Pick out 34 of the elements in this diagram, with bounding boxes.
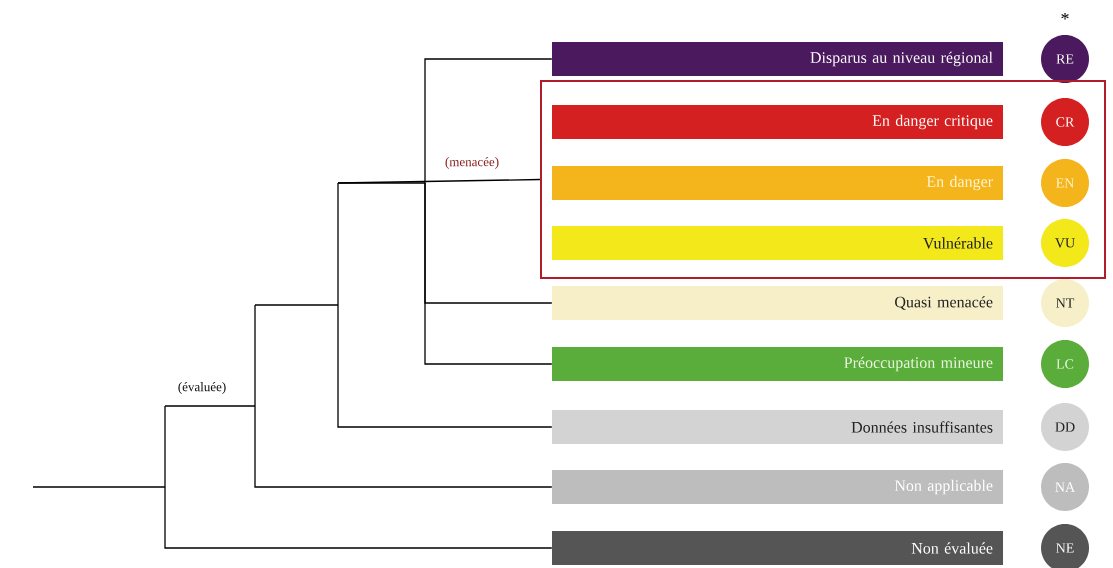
tree-branch bbox=[337, 182, 339, 306]
highlight-frame bbox=[540, 80, 1106, 279]
branch-label: (évaluée) bbox=[178, 382, 226, 394]
tree-branch bbox=[164, 405, 166, 488]
asterisk: * bbox=[1061, 12, 1069, 20]
category-bar: Non applicable bbox=[552, 470, 1003, 504]
category-bar: Préoccupation mineure bbox=[552, 347, 1003, 381]
tree-branch bbox=[337, 304, 553, 428]
tree-branch bbox=[254, 405, 553, 488]
category-badge: RE bbox=[1041, 35, 1089, 83]
tree-branch bbox=[254, 304, 339, 306]
category-badge: DD bbox=[1041, 403, 1089, 451]
category-badge: LC bbox=[1041, 340, 1089, 388]
category-bar: Quasi menacée bbox=[552, 286, 1003, 320]
category-badge: VU bbox=[1041, 219, 1089, 267]
category-badge: EN bbox=[1041, 159, 1089, 207]
category-bar: Vulnérable bbox=[552, 226, 1003, 260]
tree-branch bbox=[254, 304, 256, 407]
category-bar: Non évaluée bbox=[552, 531, 1003, 565]
category-badge: CR bbox=[1041, 98, 1089, 146]
category-badge: NT bbox=[1041, 279, 1089, 327]
category-badge: NA bbox=[1041, 463, 1089, 511]
category-badge: NE bbox=[1041, 524, 1089, 568]
tree-branch bbox=[424, 182, 553, 365]
branch-label: (menacée) bbox=[445, 157, 499, 169]
tree-branch bbox=[32, 486, 166, 488]
tree-branch bbox=[337, 178, 541, 184]
tree-branch bbox=[424, 58, 553, 184]
category-bar: En danger bbox=[552, 166, 1003, 200]
tree-branch bbox=[164, 405, 256, 407]
tree-branch bbox=[164, 486, 553, 549]
category-bar: En danger critique bbox=[552, 105, 1003, 139]
category-bar: Disparus au niveau régional bbox=[552, 42, 1003, 76]
category-bar: Données insuffisantes bbox=[552, 410, 1003, 444]
